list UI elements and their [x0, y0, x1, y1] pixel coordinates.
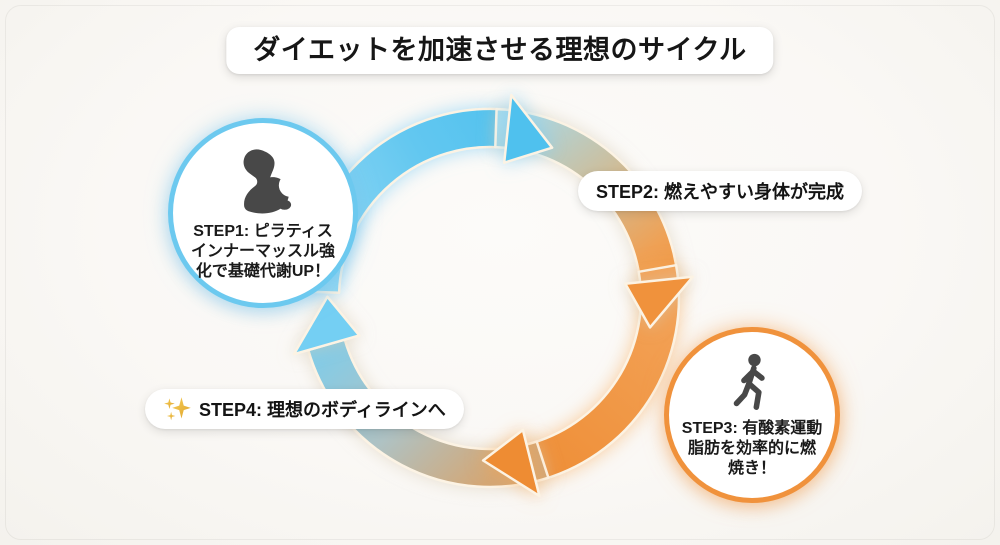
cycle-arrow-head-2: [624, 275, 695, 329]
cycle-arrow-head-1: [502, 93, 554, 164]
cycle-arrow-head-3: [481, 428, 541, 498]
step2-label: STEP2: 燃えやすい身体が完成: [596, 182, 845, 202]
step4-label: STEP4: 理想のボディラインへ: [199, 400, 446, 420]
step4-badge: STEP4: 理想のボディラインへ: [145, 389, 464, 429]
sparkles-icon: [164, 397, 191, 421]
step3-label: STEP3: 有酸素運動 脂肪を効率的に燃 焼き！: [681, 419, 823, 477]
flexed-biceps-icon: [243, 148, 299, 213]
step1-label: STEP1: ピラティス インナーマッスル強 化で基礎代謝UP！: [190, 222, 335, 280]
page-title: ダイエットを加速させる理想のサイクル: [226, 27, 774, 74]
cycle-arrow-head-4: [292, 295, 361, 356]
step3-circle: STEP3: 有酸素運動 脂肪を効率的に燃 焼き！: [664, 327, 840, 503]
step1-circle: STEP1: ピラティス インナーマッスル強 化で基礎代謝UP！: [168, 118, 358, 308]
walking-person-icon: [733, 353, 765, 410]
step2-badge: STEP2: 燃えやすい身体が完成: [578, 171, 863, 211]
